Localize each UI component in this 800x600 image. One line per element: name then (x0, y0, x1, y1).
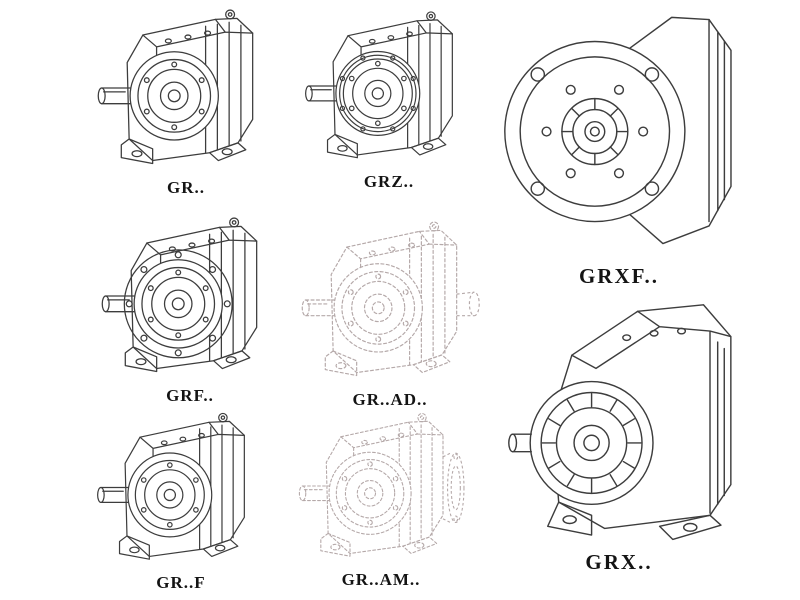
figure-grf-foot: GR..F (86, 406, 276, 593)
label-gr: GR.. (167, 178, 205, 197)
gear-reducer-drawing-grx (508, 304, 732, 541)
figure-grxf: GRXF.. (498, 2, 740, 289)
figure-grad: GR..AD.. (290, 214, 490, 410)
label-grf-foot: GR..F (156, 573, 206, 592)
label-grad: GR..AD.. (352, 390, 428, 409)
gear-reducer-drawing-grad (290, 214, 490, 386)
label-grx: GRX.. (585, 550, 653, 574)
label-gram: GR..AM.. (341, 570, 421, 589)
label-grxf: GRXF.. (578, 264, 660, 288)
figure-gram: GR..AM.. (288, 406, 474, 590)
figure-grz: GRZ.. (294, 4, 484, 192)
label-grz: GRZ.. (363, 172, 415, 191)
gear-reducer-drawing-grz (294, 4, 484, 168)
label-grf: GRF.. (166, 386, 214, 405)
gear-reducer-drawing-gr (97, 9, 254, 165)
figure-grx: GRX.. (498, 296, 740, 575)
figure-grf: GRF.. (90, 210, 290, 406)
gear-reducer-drawing-grxf (504, 16, 732, 245)
gear-reducer-drawing-grf (90, 210, 290, 382)
gear-reducer-drawing-gram (288, 406, 474, 566)
figure-gr: GR.. (86, 2, 286, 198)
gear-reducer-drawing-grf-foot (97, 412, 245, 560)
